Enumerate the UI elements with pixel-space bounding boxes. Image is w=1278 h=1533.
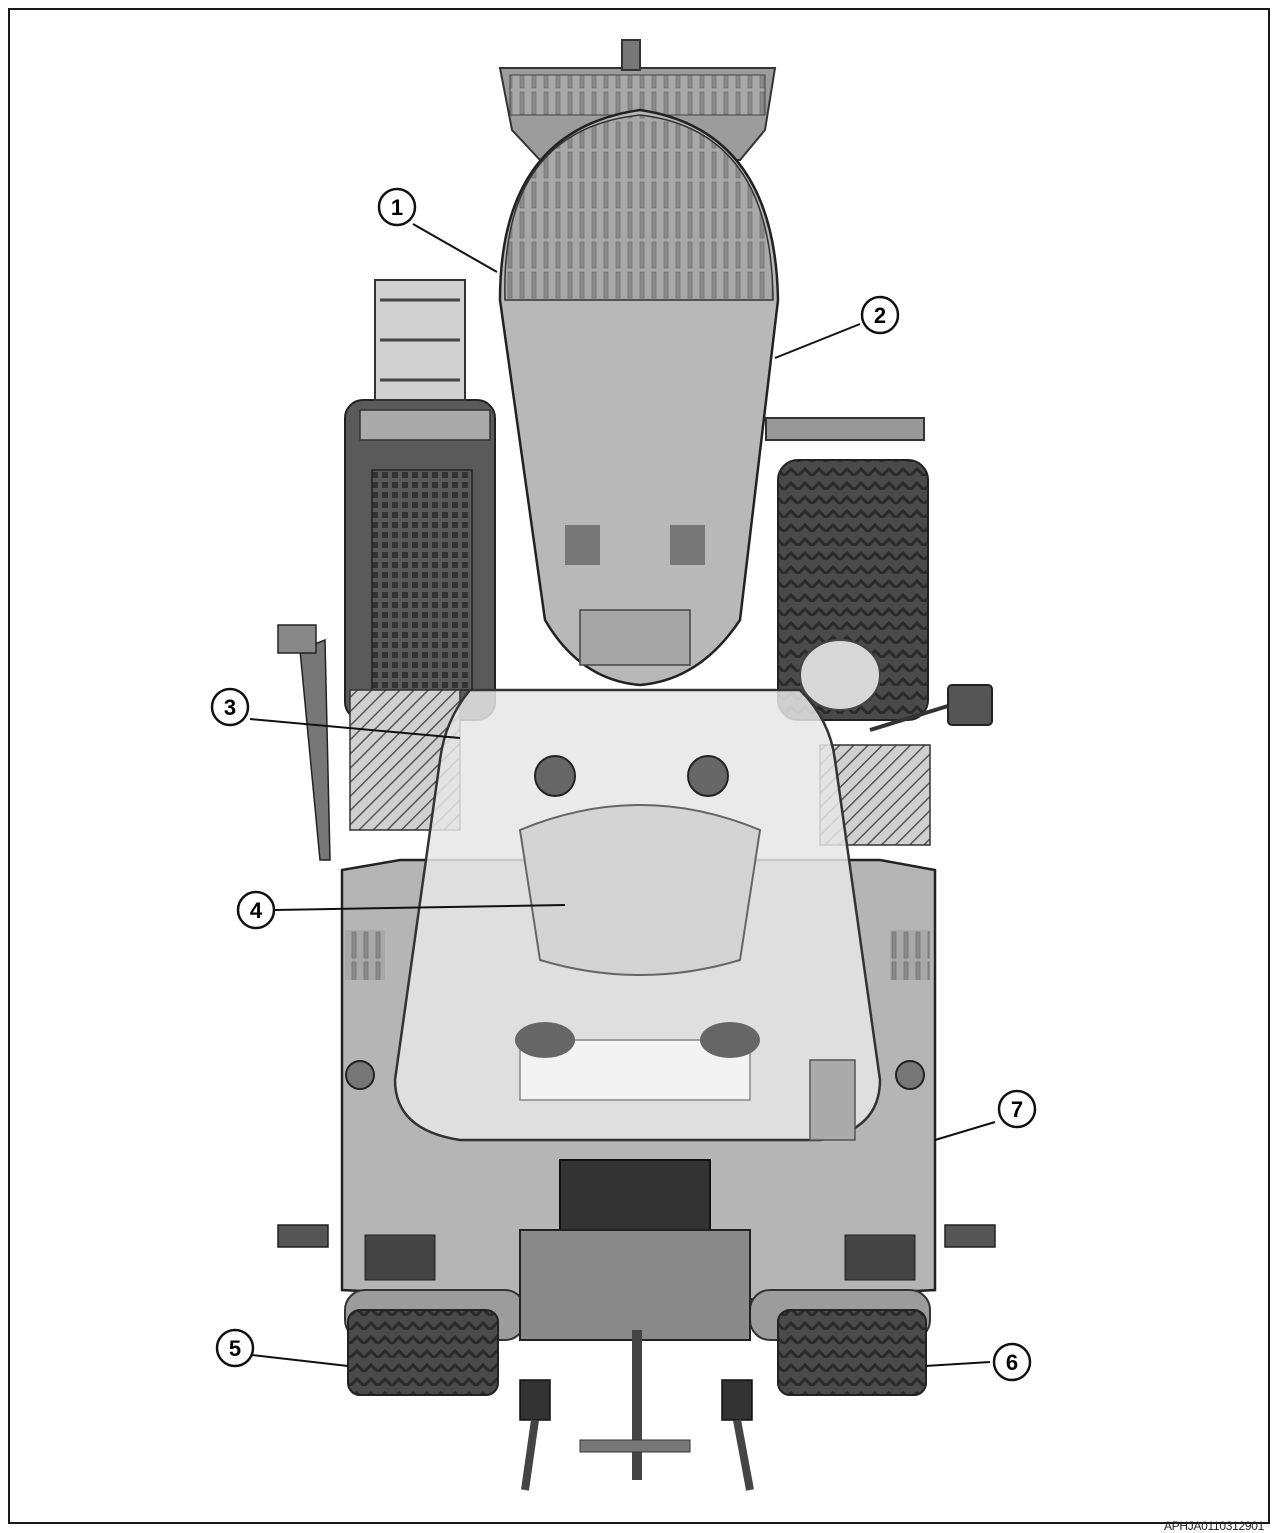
callout-3: 3 [210,687,250,727]
leader-lines [249,223,996,1367]
callout-label: 1 [391,195,403,220]
callout-label: 2 [874,303,886,328]
figure-frame [8,8,1270,1524]
callout-label: 6 [1006,1350,1018,1375]
engine-hood [498,108,780,687]
right-front-wheel [765,417,929,721]
right-rear-wheel [777,1309,927,1396]
left-mirror-arm [277,624,331,861]
cab-roof [393,688,882,1142]
callout-label: 7 [1011,1097,1023,1122]
figure-code: APHJA0110312901 [1163,1519,1264,1533]
callout-5: 5 [215,1328,255,1368]
left-rear-wheel [347,1309,499,1396]
callout-6: 6 [992,1342,1032,1382]
callout-1: 1 [377,187,417,227]
callout-4: 4 [236,890,276,930]
callout-label: 5 [229,1336,241,1361]
callout-label: 4 [250,898,263,923]
callout-7: 7 [997,1089,1037,1129]
right-mirror [869,684,993,732]
left-front-wheel [344,279,496,721]
callout-2: 2 [860,295,900,335]
rear-hitch [519,1159,754,1491]
callout-label: 3 [224,695,236,720]
